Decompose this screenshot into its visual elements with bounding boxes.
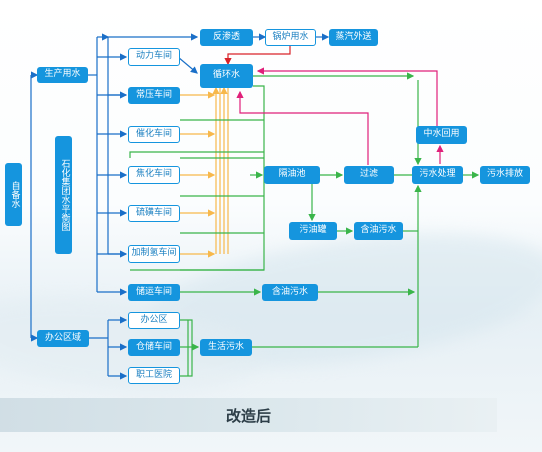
boiler-water-node: 锅炉用水 bbox=[265, 29, 316, 46]
reclaim-lines bbox=[236, 67, 444, 165]
water-balance-node: 石化集团水平衡图 bbox=[55, 136, 72, 254]
wastewater-discharge-node: 污水排放 bbox=[480, 166, 530, 184]
caption-bar bbox=[0, 398, 497, 432]
supply-lines bbox=[30, 33, 330, 380]
office-node: 办公区 bbox=[128, 312, 180, 329]
domestic-sewage-node: 生活污水 bbox=[200, 339, 252, 356]
oil-separator-node: 隔油池 bbox=[264, 166, 320, 184]
boiler-return-line bbox=[224, 46, 291, 66]
atm-workshop-node: 常压车间 bbox=[128, 87, 180, 104]
water-source-node: 自备水 bbox=[5, 163, 22, 226]
oil-sludge-tank-node: 污油罐 bbox=[289, 222, 337, 240]
cat-workshop-node: 催化车间 bbox=[128, 126, 180, 143]
hydro-workshop-node: 加制氢车间 bbox=[128, 245, 180, 263]
return-lines bbox=[180, 86, 229, 258]
clinic-node: 职工医院 bbox=[128, 367, 180, 384]
production-water-node: 生产用水 bbox=[37, 67, 88, 83]
circulating-water-node: 循环水 bbox=[200, 64, 253, 88]
filter-node: 过滤 bbox=[344, 166, 394, 184]
office-area-node: 办公区域 bbox=[37, 330, 89, 347]
reverse-osmosis-node: 反渗透 bbox=[200, 29, 253, 46]
sulfur-workshop-node: 硫磺车间 bbox=[128, 205, 180, 222]
wastewater-treatment-node: 污水处理 bbox=[412, 166, 463, 184]
coke-workshop-node: 焦化车间 bbox=[128, 166, 180, 184]
reclaimed-water-node: 中水回用 bbox=[416, 126, 467, 144]
power-workshop-node: 动力车间 bbox=[128, 48, 180, 66]
storage-workshop-node: 储运车间 bbox=[128, 284, 180, 301]
steam-out-node: 蒸汽外送 bbox=[329, 29, 378, 46]
warehouse-node: 仓储车间 bbox=[128, 339, 180, 356]
oily-wastewater-node-2: 含油污水 bbox=[262, 284, 318, 301]
oily-wastewater-node-1: 含油污水 bbox=[354, 222, 403, 240]
diagram-caption: 改造后 bbox=[225, 406, 271, 425]
